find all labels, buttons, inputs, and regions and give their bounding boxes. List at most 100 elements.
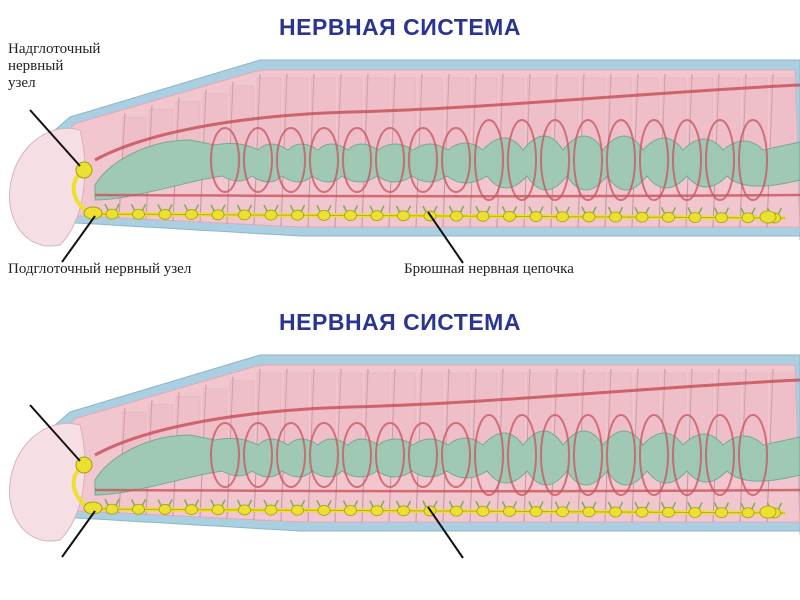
lateral-nerve [210,204,215,212]
lateral-nerve [740,502,745,510]
nerve-ganglion [344,210,357,221]
lateral-nerve [221,499,226,507]
lateral-nerve [130,203,136,211]
ring-vessel [540,414,570,496]
nerve-ganglion [238,209,251,221]
nerve-ganglion [370,505,384,517]
ventral-vessel [94,193,800,198]
segment-panel [742,77,768,148]
nerve-ganglion [238,504,251,516]
lateral-nerve [592,501,597,509]
lateral-nerve [528,206,533,213]
segment-panel [580,77,606,148]
pointer-supraesophageal [29,404,81,462]
ring-vessel [738,119,768,201]
nerve-ganglion [688,212,702,223]
lateral-nerve [406,500,412,508]
nerve-ganglion [264,504,278,516]
nerve-ganglion [317,504,331,516]
lateral-nerve [634,501,639,509]
lateral-nerve [395,205,401,213]
segment-panel [418,77,444,148]
nerve-ganglion [450,210,463,222]
segment-panel [634,77,660,148]
segment-panel [256,372,282,442]
lateral-nerve [645,206,650,214]
lateral-nerve [607,501,613,509]
ventral-nerve-chain-label: Брюшная нервная цепочка [404,261,574,277]
lateral-nerve [236,204,242,212]
nerve-ganglion [397,505,410,517]
ventral-nerve-chain [89,498,786,519]
segment-panel [607,77,633,148]
lateral-nerve [671,206,677,214]
segment-panel [769,372,795,443]
ring-vessel [408,422,438,488]
lateral-nerve [236,499,242,507]
pointer-subesophageal [61,215,96,263]
lateral-nerve [115,498,120,506]
pointer-subesophageal [61,510,96,558]
lateral-nerve [221,204,226,212]
ring-vessel [309,422,339,488]
ventral-vessel [94,488,800,493]
ring-vessel [474,414,504,496]
lateral-nerve [687,502,692,509]
lateral-nerve [777,502,783,510]
nerve-ganglion [715,507,728,519]
label-line-2: нервный [8,58,64,74]
ring-vessel [276,127,306,193]
earthworm-nervous-system-diagram-repeat [9,354,800,559]
lateral-nerve [607,206,613,214]
ring-vessel [375,127,405,193]
lateral-nerve [581,206,586,214]
nerve-ganglion [185,209,198,220]
lateral-nerve [300,499,306,507]
lateral-nerve [380,205,385,212]
lateral-nerve [115,203,120,211]
ring-vessel [507,119,537,201]
lateral-nerve [289,204,295,212]
pointer-ventral-chain [427,506,464,559]
nerve-ganglion [609,211,622,223]
nerve-ganglion [476,210,490,222]
lateral-nerve [157,204,162,211]
lateral-nerve [687,207,692,214]
lateral-nerve [501,501,507,508]
ring-vessel [606,414,636,496]
lateral-nerve [380,500,385,507]
ring-vessel [441,127,471,193]
segment-panel [283,372,309,442]
segment-panel [634,372,660,443]
ring-vessel [672,119,702,201]
ring-vessel [738,414,768,496]
lateral-nerve [300,204,306,212]
lateral-nerve [618,501,624,509]
nerve-ganglion [158,504,172,515]
lateral-nerve [475,205,480,213]
segment-panel [742,372,768,443]
nerve-ganglion [582,211,596,223]
earthworm-nervous-system-diagram [9,59,800,264]
ring-vessel [507,414,537,496]
lateral-nerve [422,205,427,213]
lateral-nerve [327,500,332,507]
lateral-nerve [433,500,438,508]
lateral-nerve [247,204,253,212]
lateral-nerve [592,206,597,214]
lateral-nerve [433,205,438,213]
lateral-nerve [751,502,756,510]
lateral-nerve [194,204,200,211]
lateral-nerve [247,499,253,507]
nerve-ganglion [635,506,649,518]
ring-vessel [672,414,702,496]
ring-vessel [606,119,636,201]
page-title: НЕРВНАЯ СИСТЕМА [279,14,521,40]
label-line-1: Надглоточный [8,41,101,57]
ring-vessel [309,127,339,193]
lateral-nerve [645,501,650,509]
lateral-nerve [554,206,560,214]
lateral-nerve [486,500,491,508]
lateral-nerve [130,498,136,506]
lateral-nerve [342,500,348,507]
